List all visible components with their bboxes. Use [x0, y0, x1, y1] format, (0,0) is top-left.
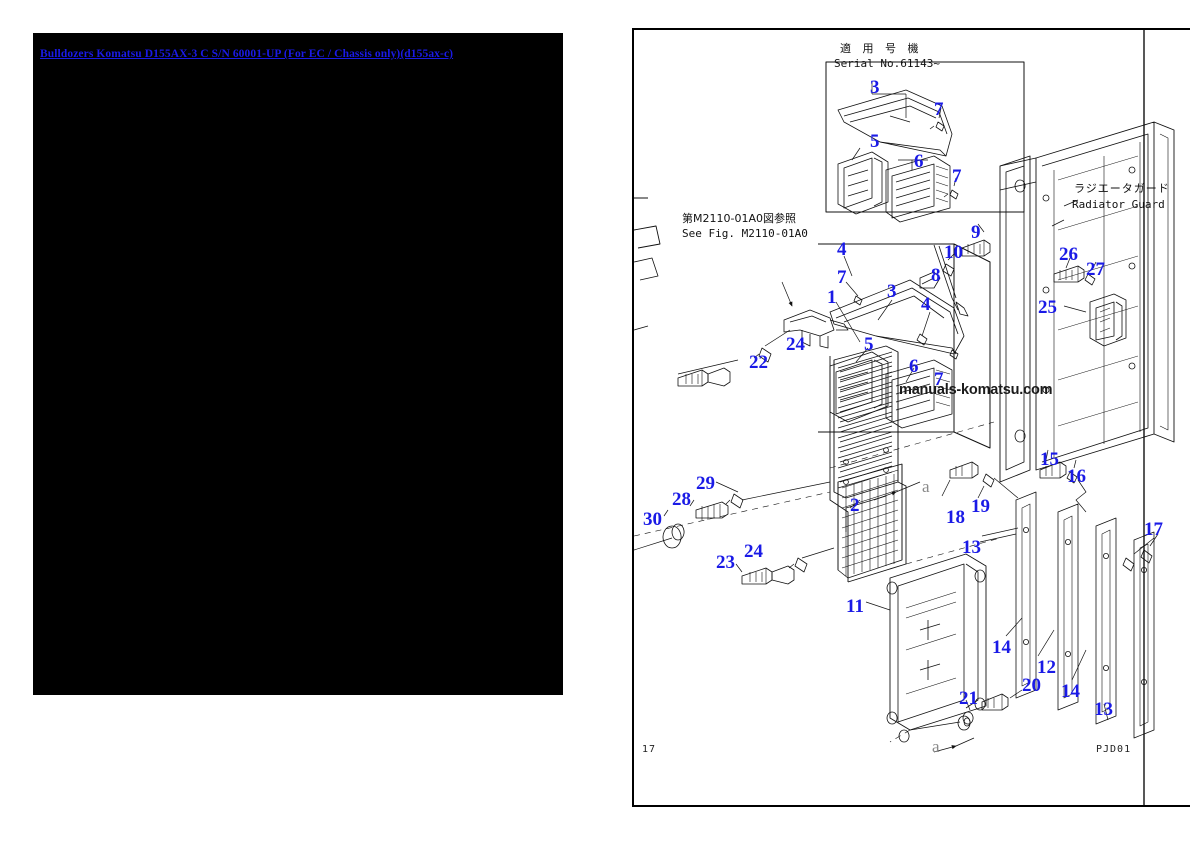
callout-number: 5 — [870, 131, 880, 152]
callout-number: 24 — [786, 334, 805, 355]
reference-note-english: See Fig. M2110-01A0 — [682, 227, 808, 240]
callout-number: 7 — [934, 369, 944, 390]
callout-number: 10 — [944, 242, 963, 263]
page-number: 17 — [642, 744, 657, 755]
callout-number: 14 — [1061, 681, 1080, 702]
parts-diagram-drawing — [634, 30, 1175, 805]
parts-diagram-sheet: 適 用 号 機 Serial No.61143~ 第M2110-01A0図参照 … — [632, 28, 1190, 807]
callout-number: 5 — [864, 334, 874, 355]
callout-number: 7 — [952, 166, 962, 187]
callout-number: 4 — [921, 294, 931, 315]
callout-number: 17 — [1144, 519, 1163, 540]
callout-number: 8 — [931, 265, 941, 286]
watermark-text: manuals-komatsu.com — [899, 382, 1053, 398]
callout-number: 13 — [962, 537, 981, 558]
callout-number: 7 — [837, 267, 847, 288]
callout-number: 16 — [1067, 466, 1086, 487]
callout-number: 20 — [1022, 675, 1041, 696]
callout-number: 27 — [1086, 259, 1105, 280]
callout-number: 11 — [846, 596, 864, 617]
callout-number: 14 — [992, 637, 1011, 658]
reference-note-japanese: 第M2110-01A0図参照 — [682, 212, 796, 225]
callout-number: 3 — [887, 281, 897, 302]
section-marker-top: a — [922, 477, 930, 496]
section-marker-bottom: a — [932, 737, 940, 756]
callout-number: 26 — [1059, 244, 1078, 265]
part-label-english: Radiator Guard — [1072, 198, 1165, 211]
callout-number: 30 — [643, 509, 662, 530]
callout-number: 23 — [716, 552, 735, 573]
callout-number: 19 — [971, 496, 990, 517]
callout-number: 3 — [870, 77, 880, 98]
callout-number: 13 — [1094, 699, 1113, 720]
callout-number: 18 — [946, 507, 965, 528]
serial-note-japanese: 適 用 号 機 — [840, 42, 923, 55]
callout-number: 24 — [744, 541, 763, 562]
callout-number: 2 — [850, 495, 860, 516]
product-image-panel — [33, 33, 563, 695]
serial-note-english: Serial No.61143~ — [834, 57, 940, 70]
callout-number: 7 — [934, 99, 944, 120]
callout-number: 1 — [827, 287, 837, 308]
part-label-japanese: ラジエータガード — [1074, 182, 1170, 195]
callout-number: 9 — [971, 222, 981, 243]
callout-number: 6 — [914, 151, 924, 172]
product-title-link[interactable]: Bulldozers Komatsu D155AX-3 C S/N 60001-… — [40, 48, 454, 60]
callout-number: 6 — [909, 356, 919, 377]
drawing-code: PJD01 — [1096, 744, 1132, 755]
callout-number: 28 — [672, 489, 691, 510]
callout-number: 15 — [1040, 449, 1059, 470]
callout-number: 22 — [749, 352, 768, 373]
callout-number: 29 — [696, 473, 715, 494]
callout-number: 4 — [837, 239, 847, 260]
callout-number: 21 — [959, 688, 978, 709]
callout-number: 12 — [1037, 657, 1056, 678]
callout-number: 25 — [1038, 297, 1057, 318]
